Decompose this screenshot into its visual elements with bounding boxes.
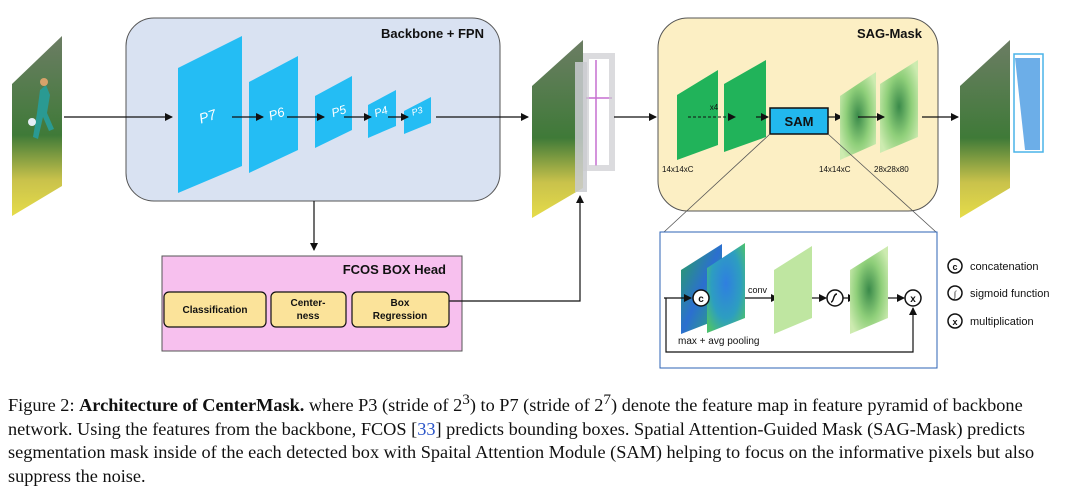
attention-map-2 — [880, 60, 918, 153]
legend-multiply-text: multiplication — [970, 316, 1034, 328]
feature-map-1 — [677, 70, 718, 160]
legend: c concatenation ∫ sigmoid function x mul… — [947, 258, 1050, 329]
sag-mask-title: SAG-Mask — [857, 26, 923, 41]
fcos-title: FCOS BOX Head — [343, 262, 446, 277]
pooling-label: max + avg pooling — [678, 336, 759, 347]
caption-title: Architecture of CenterMask. — [79, 395, 305, 416]
svg-text:c: c — [698, 294, 704, 305]
zoom-line-left — [663, 133, 771, 233]
fpn-level-p4 — [368, 90, 396, 138]
detection-image — [532, 40, 615, 218]
backbone-title: Backbone + FPN — [381, 26, 484, 41]
conv-label: conv — [748, 285, 768, 295]
fpn-level-p6 — [249, 56, 298, 173]
citation-link[interactable]: 33 — [417, 418, 436, 439]
attention-weight-map — [850, 246, 888, 334]
centerness-label: Center-ness — [290, 298, 325, 322]
dim-label-3: 28x28x80 — [874, 165, 909, 174]
dim-label-2: 14x14xC — [819, 165, 851, 174]
legend-concat-symbol: c — [952, 262, 957, 272]
caption-label: Figure 2: — [8, 395, 75, 416]
figure-caption: Figure 2: Architecture of CenterMask. wh… — [8, 391, 1035, 486]
p4-label: P4 — [373, 104, 390, 120]
p5-label: P5 — [330, 102, 349, 120]
fcos-head-boxes — [163, 291, 450, 328]
repeat-label: x4 — [710, 103, 719, 112]
input-image — [12, 36, 62, 216]
classification-label: Classification — [182, 305, 247, 316]
conv-output-map — [774, 246, 812, 334]
feature-map-2 — [724, 60, 766, 152]
architecture-diagram: Backbone + FPN P7 P6 P5 P4 P3 SAG-Mask — [12, 17, 1050, 369]
legend-concat-text: concatenation — [970, 261, 1039, 273]
p7-label: P7 — [197, 106, 219, 127]
concat-node — [692, 289, 710, 307]
legend-sigmoid-text: sigmoid function — [970, 288, 1050, 300]
legend-multiply-symbol: x — [952, 317, 957, 327]
output-image — [960, 40, 1044, 218]
fpn-levels — [178, 36, 431, 193]
sam-label: SAM — [785, 114, 814, 129]
fpn-level-p3 — [404, 97, 431, 134]
p3-label: P3 — [410, 105, 424, 118]
legend-sigmoid-symbol: ∫ — [953, 289, 958, 300]
sam-pooled-map — [707, 243, 745, 333]
multiply-node — [904, 289, 922, 307]
fpn-level-p7 — [178, 36, 242, 193]
fpn-level-p5 — [315, 76, 352, 148]
sigmoid-node — [826, 289, 844, 307]
attention-map-1 — [840, 72, 876, 160]
dim-label-1: 14x14xC — [662, 165, 694, 174]
svg-text:x: x — [910, 294, 916, 305]
p6-label: P6 — [267, 104, 287, 123]
skip-connection — [665, 298, 917, 353]
arrow-fcos-to-detection — [449, 195, 584, 302]
sam-box — [769, 107, 829, 135]
zoom-line-right — [827, 133, 937, 233]
